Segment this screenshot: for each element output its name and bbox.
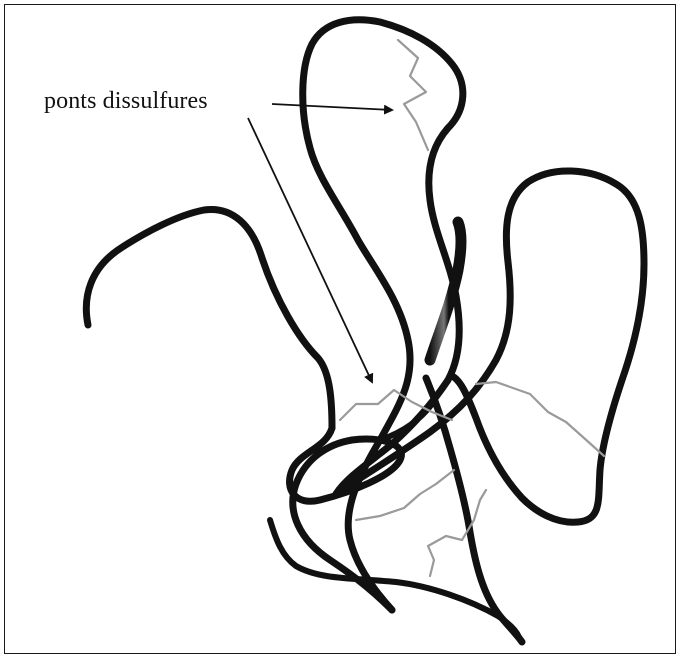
backbone-left-arm [86, 209, 332, 428]
disulfide-bridge-right [476, 382, 604, 456]
arrow-to-top-bridge [272, 104, 392, 110]
disulfide-bridge-lower [356, 470, 454, 520]
backbone-right-loop [336, 171, 644, 522]
annotation-arrows [248, 104, 392, 382]
disulfide-bridge-top [398, 40, 428, 150]
disulfide-bridges-label: ponts dissulfures [44, 88, 208, 115]
backbone-top-hairpin [303, 20, 463, 610]
disulfide-bridges [340, 40, 604, 576]
